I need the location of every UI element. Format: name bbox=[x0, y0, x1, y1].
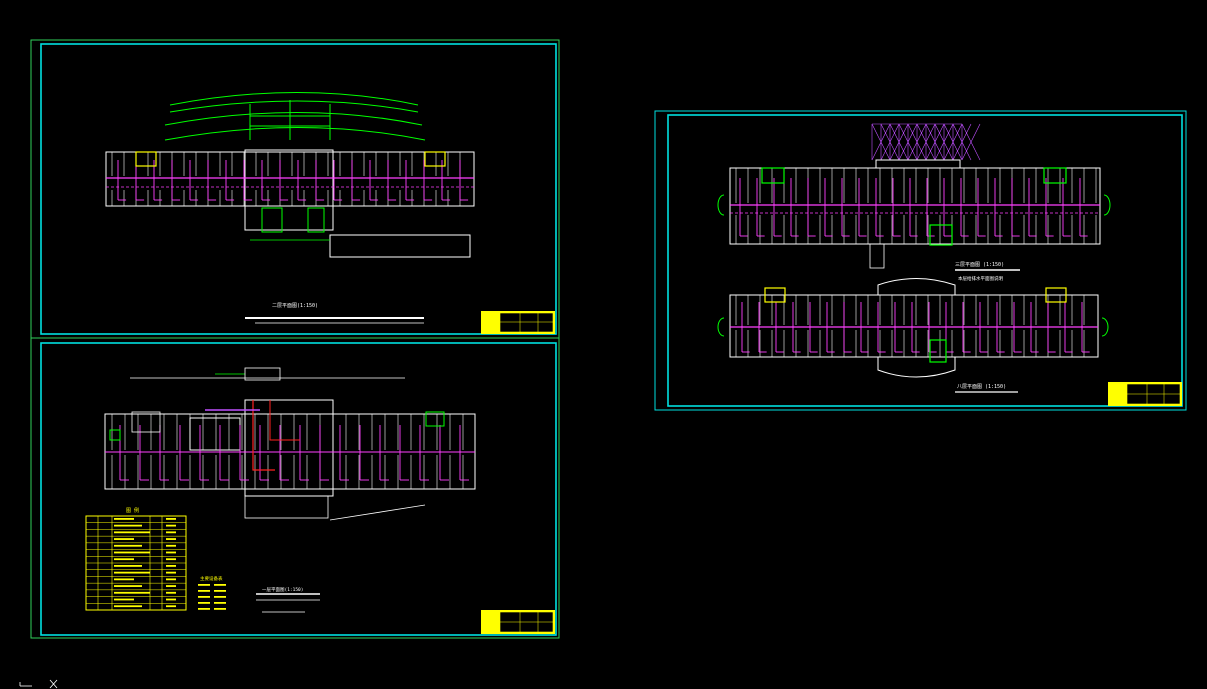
notes-text-line bbox=[214, 608, 226, 610]
legend-value-line bbox=[166, 571, 176, 574]
sheet-3-upper-floor-plan bbox=[717, 159, 1111, 269]
notes-text-line bbox=[198, 608, 210, 610]
sheet-3-caption-upper: 三层平面图 (1:150) 本层给排水平面图说明 bbox=[955, 262, 1020, 282]
notes-text-line bbox=[198, 596, 210, 598]
sheet-2-caption: 一层平面图(1:150) bbox=[256, 587, 320, 613]
sheet-1-title-block bbox=[481, 311, 555, 334]
legend-value-line bbox=[166, 578, 176, 581]
legend-value-line bbox=[166, 518, 176, 520]
notes-text-line bbox=[198, 602, 210, 604]
sheet-3-canopy-grid bbox=[871, 123, 981, 161]
sheet-1-floor-plan bbox=[105, 149, 475, 258]
legend-value-line bbox=[166, 531, 176, 534]
notes-text-line bbox=[198, 584, 210, 586]
sheet-3-lower-floor-plan bbox=[717, 278, 1109, 378]
sheet-3[interactable]: 三层平面图 (1:150) 本层给排水平面图说明 八层平面图 (1:150) bbox=[654, 110, 1187, 411]
sheet-3-caption-lower: 八层平面图 (1:150) bbox=[955, 384, 1018, 393]
legend-text-line bbox=[114, 591, 150, 594]
sheet-1-outer-border bbox=[30, 39, 560, 339]
legend-value-line bbox=[166, 585, 176, 587]
notes-text-line bbox=[198, 590, 210, 592]
sheet-2-outer-border bbox=[30, 337, 560, 639]
sheet-2-dimension-line bbox=[130, 367, 405, 381]
legend-value-line bbox=[166, 558, 176, 561]
notes-text-line bbox=[214, 590, 226, 592]
sheet-3-outer-border bbox=[654, 110, 1187, 411]
notes-title: 主要设备表 bbox=[200, 575, 223, 582]
legend-text-line bbox=[114, 544, 142, 547]
legend-text-line bbox=[114, 571, 150, 574]
legend-text-line bbox=[114, 578, 134, 581]
legend-text-line bbox=[114, 585, 142, 587]
notes-text-line bbox=[214, 584, 226, 586]
legend-value-line bbox=[166, 598, 176, 601]
sheet-2-notes: 主要设备表 bbox=[198, 575, 226, 610]
sheet-1[interactable]: 二层平面图(1:150) bbox=[30, 39, 560, 339]
sheet-2-inner-border bbox=[40, 342, 557, 636]
notes-text-line bbox=[214, 596, 226, 598]
legend-text-line bbox=[114, 524, 142, 527]
sheet-2-legend-table: 图 例 bbox=[85, 507, 187, 611]
sheet-3-inner-border bbox=[667, 114, 1183, 407]
legend-value-line bbox=[166, 544, 176, 547]
sheet-2-caption-text: 一层平面图(1:150) bbox=[262, 587, 303, 593]
legend-value-line bbox=[166, 591, 176, 594]
legend-value-line bbox=[166, 551, 176, 554]
legend-title: 图 例 bbox=[126, 507, 139, 514]
sheet-2-title-block bbox=[481, 610, 555, 634]
notes-text-line bbox=[214, 602, 226, 604]
sheet-3-caption-upper-text: 三层平面图 (1:150) bbox=[955, 262, 1004, 268]
sheet-1-inner-border bbox=[40, 43, 557, 335]
legend-value-line bbox=[166, 565, 176, 567]
sheet-2[interactable]: 图 例 主要设备表 一层平面图(1:150) bbox=[30, 337, 560, 639]
sheet-2-floor-plan bbox=[104, 399, 476, 521]
cad-line bbox=[961, 123, 981, 161]
legend-value-line bbox=[166, 538, 176, 540]
legend-value-line bbox=[166, 605, 176, 608]
legend-text-line bbox=[114, 531, 150, 534]
sheet-1-caption-text: 二层平面图(1:150) bbox=[272, 303, 318, 309]
legend-text-line bbox=[114, 598, 134, 601]
sheet-3-title-block bbox=[1108, 382, 1182, 406]
sheet-3-caption-lower-text: 八层平面图 (1:150) bbox=[957, 384, 1006, 390]
sheet-1-canopy bbox=[164, 92, 426, 141]
legend-text-line bbox=[114, 538, 134, 540]
ucs-axis-icon bbox=[19, 679, 58, 689]
sheet-1-caption: 二层平面图(1:150) bbox=[245, 303, 424, 324]
legend-text-line bbox=[114, 558, 134, 561]
legend-text-line bbox=[114, 605, 142, 608]
legend-text-line bbox=[114, 551, 150, 554]
sheet-3-caption-upper-sub: 本层给排水平面图说明 bbox=[958, 275, 1003, 282]
legend-text-line bbox=[114, 565, 142, 567]
legend-text-line bbox=[114, 518, 134, 520]
legend-value-line bbox=[166, 524, 176, 527]
